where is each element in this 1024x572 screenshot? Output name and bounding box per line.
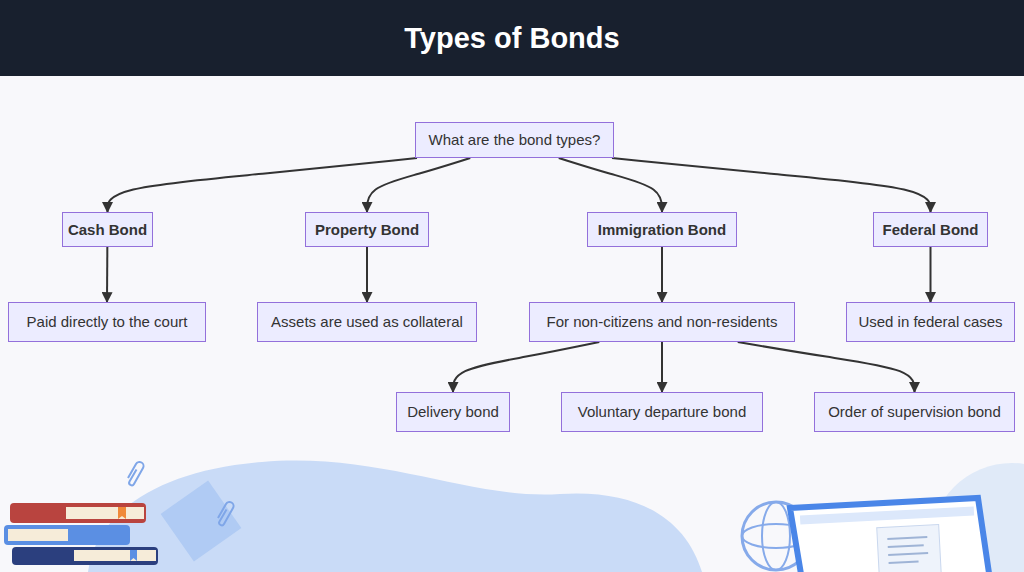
book-pages — [74, 550, 156, 561]
arrow-connector — [930, 247, 932, 302]
bookmark — [118, 507, 126, 519]
background-blob — [88, 461, 702, 572]
book-pages — [66, 507, 144, 519]
book — [4, 525, 130, 545]
process-box: Order of supervision bond — [814, 392, 1015, 432]
laptop-screen — [790, 498, 990, 572]
diagram-title: Types of Bonds — [404, 22, 619, 55]
arrow-connector — [661, 342, 663, 392]
text-lines — [887, 537, 928, 563]
arrow-connector — [612, 158, 931, 212]
arrow-connector — [738, 342, 915, 392]
node-label: For non-citizens and non-residents — [547, 313, 778, 331]
node-label: Delivery bond — [407, 403, 499, 421]
arrow-connector — [106, 247, 108, 302]
node-label: Property Bond — [315, 221, 419, 239]
process-box: Used in federal cases — [846, 302, 1015, 342]
bookmark — [130, 550, 137, 561]
sticky-note — [161, 481, 242, 562]
process-box: For non-citizens and non-residents — [529, 302, 795, 342]
category-box: Cash Bond — [62, 212, 153, 247]
node-label: Paid directly to the court — [27, 313, 188, 331]
arrow-connector — [661, 247, 663, 302]
node-label: Used in federal cases — [858, 313, 1002, 331]
title-bar: Types of Bonds — [0, 0, 1024, 76]
category-box: Federal Bond — [873, 212, 988, 247]
process-box: Assets are used as collateral — [257, 302, 477, 342]
arrow-connector — [366, 247, 368, 302]
node-label: Immigration Bond — [598, 221, 726, 239]
process-box: Delivery bond — [396, 392, 510, 432]
category-box: Immigration Bond — [587, 212, 737, 247]
document-page — [877, 524, 942, 572]
book — [10, 503, 146, 523]
globe-meridian — [762, 502, 790, 570]
node-label: Voluntary departure bond — [578, 403, 746, 421]
node-label: Assets are used as collateral — [271, 313, 463, 331]
process-box: Voluntary departure bond — [561, 392, 763, 432]
arrow-connector — [559, 158, 662, 212]
node-label: Cash Bond — [68, 221, 147, 239]
book — [12, 547, 158, 565]
process-box: Paid directly to the court — [8, 302, 206, 342]
process-box: What are the bond types? — [415, 122, 614, 158]
node-label: Order of supervision bond — [828, 403, 1001, 421]
category-box: Property Bond — [305, 212, 429, 247]
arrow-connector — [108, 158, 418, 212]
book-pages — [8, 529, 68, 541]
arrow-connector — [367, 158, 470, 212]
paper-clip — [128, 462, 144, 485]
paper-clip — [218, 502, 234, 525]
arrow-connector — [453, 342, 599, 392]
node-label: Federal Bond — [883, 221, 979, 239]
node-label: What are the bond types? — [429, 131, 601, 149]
window-bar — [800, 506, 974, 524]
